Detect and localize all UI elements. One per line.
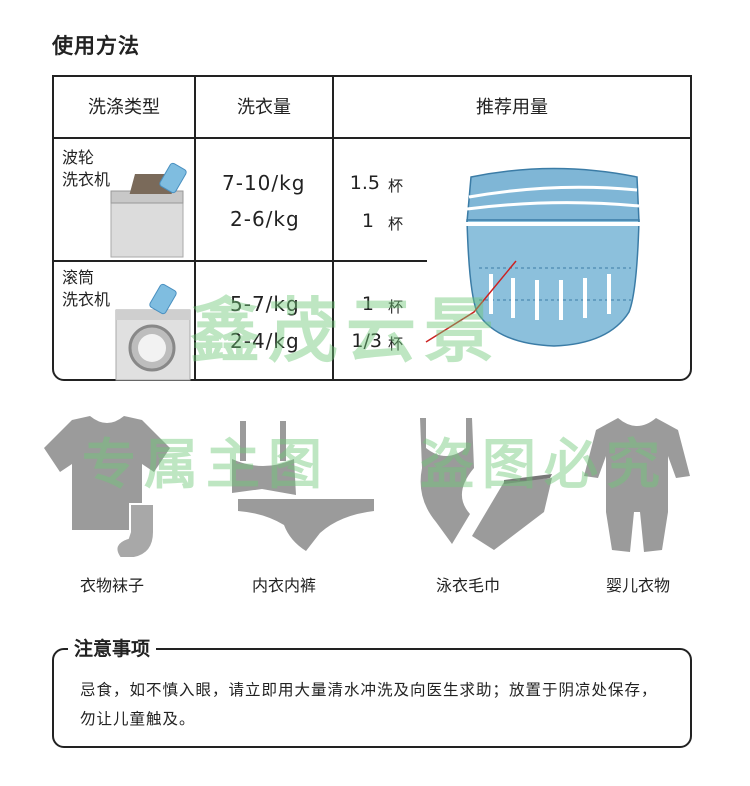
measuring-cup-icon [465,167,641,347]
header-load: 洗衣量 [237,97,291,118]
front-loader-washer-icon [115,283,191,381]
dose-unit: 杯 [388,177,404,195]
dose-amount: 1/3 [351,330,382,352]
page-title: 使用方法 [52,34,140,58]
notice-box [52,648,692,748]
notice-title: 注意事项 [68,634,157,661]
swimsuit-towel-icon [420,418,552,550]
dose-unit: 杯 [388,298,404,316]
load-value: 2-4/kg [230,329,300,353]
notice-text: 忌食，如不慎入眼，请立即用大量清水冲洗及向医生求助；放置于阴凉处保存，勿让儿童触… [80,681,658,728]
tshirt-sock-icon [44,416,170,559]
header-recommended-dose: 推荐用量 [476,97,548,118]
clothes-label: 泳衣毛巾 [435,576,500,595]
type-label-line: 洗衣机 [62,290,111,309]
wash-type-front-loader: 滚筒 洗衣机 [62,267,110,311]
dose-divider-dashed [334,260,426,261]
dose-unit: 杯 [388,215,404,233]
header-divider [54,137,690,139]
load-value: 5-7/kg [230,292,300,316]
type-label-line: 滚筒 [62,268,95,287]
clothes-label: 衣物袜子 [79,576,144,595]
underwear-icon [232,421,374,551]
dose-amount: 1 [361,293,374,315]
dose-marker-line [425,260,517,343]
load-value: 2-6/kg [230,207,300,231]
clothes-label: 内衣内裤 [251,576,316,595]
clothes-label: 婴儿衣物 [605,576,670,595]
type-label-line: 洗衣机 [62,170,111,189]
load-value: 7-10/kg [222,171,306,195]
dose-unit: 杯 [388,335,404,353]
dose-amount: 1 [361,210,374,232]
usage-table: 洗涤类型 洗衣量 推荐用量 波轮 洗衣机 7-10/kg 2-6/kg 1.5 … [52,75,692,381]
wash-type-top-loader: 波轮 洗衣机 [62,147,110,191]
col-divider-2 [332,77,334,379]
col-divider-1 [194,77,196,379]
dose-amount: 1.5 [349,172,380,194]
row-divider [54,260,427,262]
top-loader-washer-icon [110,162,187,258]
type-label-line: 波轮 [62,148,95,167]
header-wash-type: 洗涤类型 [88,97,160,118]
baby-onesie-icon [584,418,690,552]
